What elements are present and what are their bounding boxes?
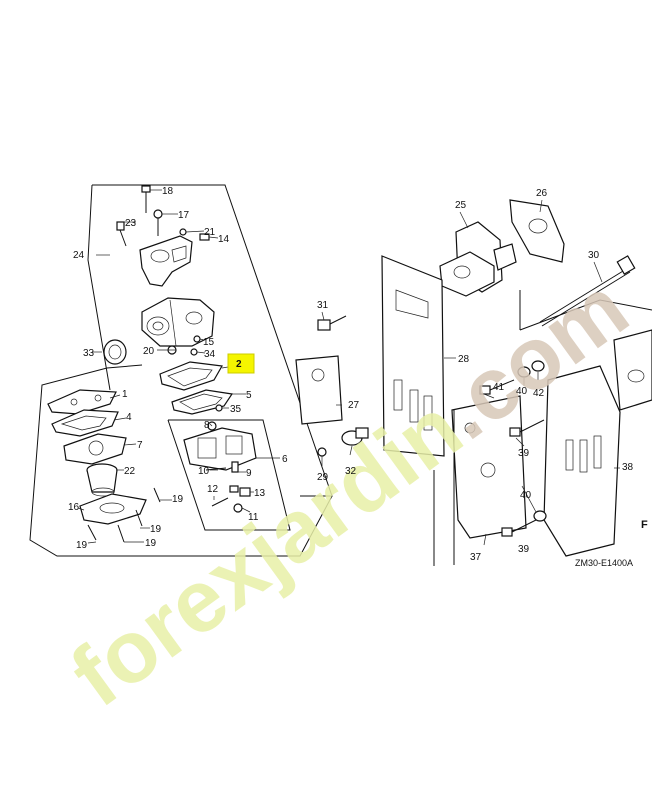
part-label-12: 12 <box>207 484 219 495</box>
part-label-10: 10 <box>198 466 210 477</box>
part-label-39: 39 <box>518 544 530 555</box>
intake-pipe-25-drawing <box>439 221 517 297</box>
clip-32-drawing <box>341 427 369 446</box>
part-label-33: 33 <box>83 348 95 359</box>
part-label-28: 28 <box>458 354 470 365</box>
part-label-23: 23 <box>125 218 137 229</box>
part-label-16: 16 <box>68 502 80 513</box>
screw-23-drawing <box>116 221 127 247</box>
bolt-39-lower-drawing <box>501 519 537 537</box>
plate-37-drawing <box>451 395 527 539</box>
carburetor-parts <box>47 185 257 543</box>
part-label-11: 11 <box>248 512 259 523</box>
part-label-15: 15 <box>203 337 215 348</box>
carburetor-body-drawing <box>141 297 215 347</box>
carburetor-group-frame <box>29 184 333 557</box>
bolt-39-upper-drawing <box>509 419 545 437</box>
float-chamber-6-drawing <box>183 421 257 471</box>
part-label-17: 17 <box>178 210 190 221</box>
gasket-1-drawing <box>47 389 117 415</box>
part-label-9: 9 <box>246 468 252 479</box>
part-label-20: 20 <box>143 346 155 357</box>
part-label-13: 13 <box>254 488 266 499</box>
gasket-26-drawing <box>509 199 565 263</box>
watermark-brand: forexjardin <box>53 378 479 725</box>
part-label-39: 39 <box>518 448 530 459</box>
part-label-25: 25 <box>455 200 467 211</box>
cover-7-drawing <box>63 433 127 465</box>
right-leader-lines <box>321 199 620 546</box>
part-label-2-highlighted: 2 <box>236 359 242 370</box>
part-label-32: 32 <box>345 466 357 477</box>
plate-28-drawing <box>381 255 445 457</box>
part-label-38: 38 <box>622 462 634 473</box>
part-label-19: 19 <box>150 524 162 535</box>
diagram-code: ZM30-E1400A <box>575 558 633 568</box>
part-label-18: 18 <box>162 186 174 197</box>
part-label-40: 40 <box>520 490 532 501</box>
part-label-5: 5 <box>246 390 252 401</box>
part-label-8: 8 <box>204 420 210 431</box>
part-label-30: 30 <box>588 250 600 261</box>
primer-bulb-22-drawing <box>86 463 118 497</box>
part-label-31: 31 <box>317 300 329 311</box>
part-label-27: 27 <box>348 400 360 411</box>
part-label-26: 26 <box>536 188 548 199</box>
diaphragm-2-drawing <box>159 361 223 391</box>
part-label-41: 41 <box>493 382 505 393</box>
plate-16-drawing <box>79 493 147 525</box>
screw-21-drawing <box>179 228 187 236</box>
part-label-1: 1 <box>122 389 128 400</box>
part-label-6: 6 <box>282 454 288 465</box>
part-label-21: 21 <box>204 227 216 238</box>
part-label-19: 19 <box>172 494 184 505</box>
part-label-19: 19 <box>145 538 157 549</box>
leader-lines <box>77 189 280 544</box>
part-label-42: 42 <box>533 388 545 399</box>
o-ring-33-drawing <box>103 339 127 365</box>
bolt-41-drawing <box>479 379 515 395</box>
screw-17-drawing <box>153 209 163 236</box>
gasket-27-drawing <box>295 355 343 425</box>
part-label-19: 19 <box>76 540 88 551</box>
diaphragm-4-drawing <box>51 409 119 437</box>
engine-block-drawing <box>433 290 652 566</box>
intake-parts <box>295 199 652 566</box>
throttle-body-drawing <box>139 235 193 287</box>
part-label-35: 35 <box>230 404 242 415</box>
bolt-30-drawing <box>539 255 636 327</box>
part-label-40: 40 <box>516 386 528 397</box>
highlight-box <box>227 353 255 374</box>
corner-letter: F <box>641 519 648 531</box>
part-label-22: 22 <box>124 466 136 477</box>
part-label-37: 37 <box>470 552 482 563</box>
part-label-29: 29 <box>317 472 329 483</box>
part-label-24: 24 <box>73 250 85 261</box>
gasket-5-drawing <box>171 389 234 415</box>
part-label-4: 4 <box>126 412 132 423</box>
part-label-7: 7 <box>137 440 143 451</box>
part-label-14: 14 <box>218 234 230 245</box>
screw-18-drawing <box>141 185 151 213</box>
part-label-34: 34 <box>204 349 216 360</box>
bolt-31-drawing <box>317 315 347 331</box>
